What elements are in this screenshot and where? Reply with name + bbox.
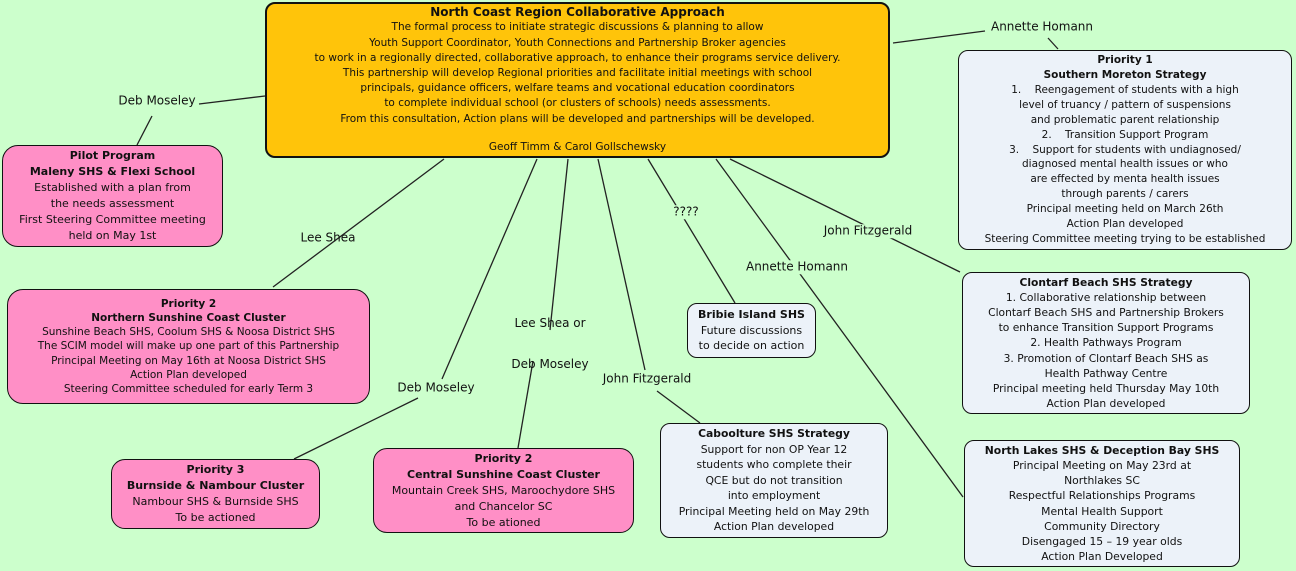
node-body: Sunshine Beach SHS, Coolum SHS & Noosa D… xyxy=(37,326,340,395)
node-title: Bribie Island SHS xyxy=(698,308,805,322)
connector-label-lee-shea[interactable]: Lee Shea xyxy=(300,230,356,245)
node-title: Caboolture SHS Strategy xyxy=(698,427,850,441)
node-north-coast-region-collaborative-approach[interactable]: North Coast Region Collaborative Approac… xyxy=(265,2,890,158)
connector-central-to-clontarf xyxy=(729,158,961,273)
connector-central-to-bribie xyxy=(647,158,736,304)
connector-label-annette-homann-2[interactable]: Annette Homann xyxy=(742,260,852,274)
connector-label-john-fitzgerald-2[interactable]: John Fitzgerald xyxy=(602,371,692,386)
connector-central-to-annette1 xyxy=(892,30,986,44)
node-caboolture-shs-strategy[interactable]: Caboolture SHS Strategy Support for non … xyxy=(660,423,888,538)
connector-label-line-1: Lee Shea or xyxy=(514,316,586,330)
central-node-body: The formal process to initiate strategic… xyxy=(314,21,841,125)
node-title: North Lakes SHS & Deception Bay SHS xyxy=(984,443,1220,457)
connector-label-lee-shea-or-deb-moseley[interactable]: Lee Shea or Deb Moseley xyxy=(511,290,588,398)
connector-central-to-debmoseley1 xyxy=(198,95,266,105)
connector-label-annette-homann-1[interactable]: Annette Homann xyxy=(990,19,1094,34)
connector-johnfitzgerald2-to-caboolture xyxy=(656,390,701,424)
connector-label-deb-moseley-2[interactable]: Deb Moseley xyxy=(397,380,475,395)
connector-label-john-fitzgerald-1[interactable]: John Fitzgerald xyxy=(820,224,916,238)
central-node-footer: Geoff Timm & Carol Gollschewsky xyxy=(488,140,667,153)
node-title: Clontarf Beach SHS Strategy xyxy=(1019,275,1193,289)
connector-label-deb-moseley-1[interactable]: Deb Moseley xyxy=(118,93,196,108)
connector-central-to-johnfitzgerald2 xyxy=(597,158,646,371)
connector-annette1-to-priority1 xyxy=(1047,37,1059,50)
node-north-lakes-deception-bay-shs[interactable]: North Lakes SHS & Deception Bay SHS Prin… xyxy=(964,440,1240,567)
connector-central-to-northern xyxy=(272,158,445,288)
connector-label-line-2: Deb Moseley xyxy=(511,356,589,371)
connector-label-unknown[interactable]: ???? xyxy=(670,205,702,219)
node-clontarf-beach-shs-strategy[interactable]: Clontarf Beach SHS Strategy 1. Collabora… xyxy=(962,272,1250,414)
connector-debmoseley1-to-pilot xyxy=(136,115,153,146)
central-node-title: North Coast Region Collaborative Approac… xyxy=(430,5,725,20)
